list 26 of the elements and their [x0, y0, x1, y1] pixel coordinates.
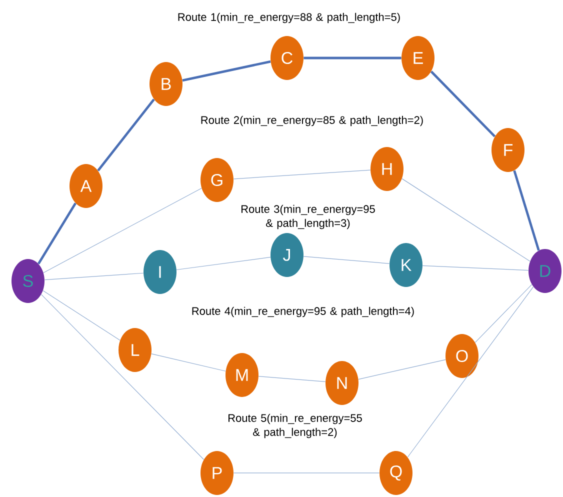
connector-line: [474, 284, 532, 343]
connector-line: [233, 170, 371, 180]
connector-line: [97, 98, 155, 172]
connector-line: [422, 265, 529, 271]
connector-line: [303, 256, 390, 264]
connector-line: [430, 70, 496, 138]
connector-line: [258, 376, 326, 382]
connector-line: [233, 472, 380, 474]
connector-line: [42, 290, 120, 341]
connector-line: [38, 202, 76, 264]
connector-line: [44, 272, 144, 280]
connector-line: [40, 294, 204, 460]
route-label: Route 4(min_re_energy=95 & path_length=4): [192, 306, 414, 318]
connector-line: [176, 256, 271, 270]
route-label: Route 1(min_re_energy=88 & path_length=5): [178, 12, 400, 24]
connector-line: [304, 56, 402, 60]
connector-line: [182, 60, 271, 82]
connector-line: [151, 354, 226, 372]
route-label: Route 2(min_re_energy=85 & path_length=2): [201, 116, 423, 126]
connector-line: [358, 359, 446, 380]
connector-line: [407, 286, 534, 458]
route-label: Route 3(min_re_energy=95 & path_length=3): [242, 204, 375, 230]
route-label: Route 5(min_re_energy=55 & path_length=2): [228, 414, 362, 438]
connector-line: [513, 170, 540, 251]
connector-line: [402, 178, 530, 262]
connector-line: [43, 188, 202, 273]
